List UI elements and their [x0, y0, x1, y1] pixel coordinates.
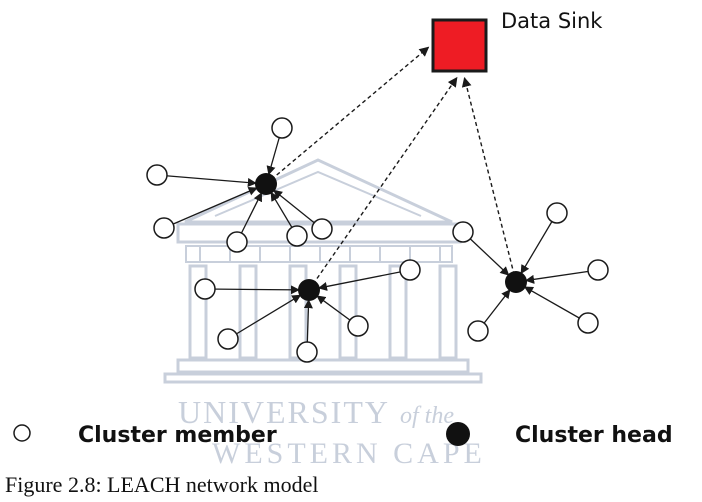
cluster-member-node: [347, 315, 369, 337]
member-to-head-link: [163, 187, 258, 229]
watermark-text-university: UNIVERSITY: [178, 394, 390, 430]
data-sink-label: Data Sink: [501, 9, 603, 33]
legend-head-symbol: [446, 422, 470, 446]
cluster-member-node: [153, 217, 175, 239]
member-to-head-link: [204, 285, 300, 295]
cluster-member-node: [271, 117, 293, 139]
data-sink-node: [431, 18, 488, 73]
figure-caption: Figure 2.8: LEACH network model: [5, 472, 318, 497]
cluster-member-node: [467, 320, 489, 342]
legend-member-symbol: [13, 424, 31, 442]
network-links: [156, 46, 599, 353]
cluster-member-node: [546, 202, 568, 224]
watermark-text-western-cape: WESTERN CAPE: [212, 437, 486, 470]
legend: Cluster member Cluster head: [13, 422, 673, 448]
cluster-member-node: [311, 218, 333, 240]
member-to-head-link: [156, 174, 257, 188]
legend-member-label: Cluster member: [78, 423, 277, 448]
cluster-member-node: [286, 225, 308, 247]
cluster-member-node: [452, 221, 474, 243]
member-to-head-link: [317, 269, 411, 291]
cluster-head-node: [255, 173, 277, 195]
head-to-sink-link: [265, 46, 430, 185]
cluster-member-node: [587, 259, 609, 281]
legend-head-label: Cluster head: [515, 423, 673, 448]
member-to-head-link: [520, 212, 558, 275]
cluster-member-node: [146, 164, 168, 186]
cluster-member-node: [217, 328, 239, 350]
cluster-member-node: [194, 278, 216, 300]
cluster-member-node: [226, 231, 248, 253]
network-nodes: [146, 117, 609, 363]
cluster-member-node: [399, 259, 421, 281]
member-to-head-link: [524, 269, 599, 284]
watermark-text-of-the: of the: [400, 403, 454, 429]
cluster-member-node: [577, 312, 599, 334]
cluster-head-node: [505, 271, 527, 293]
member-to-head-link: [227, 294, 302, 340]
head-to-sink-link: [308, 76, 458, 291]
cluster-member-node: [296, 341, 318, 363]
member-to-head-link: [523, 286, 589, 324]
head-to-sink-link: [461, 76, 517, 283]
cluster-head-node: [298, 279, 320, 301]
